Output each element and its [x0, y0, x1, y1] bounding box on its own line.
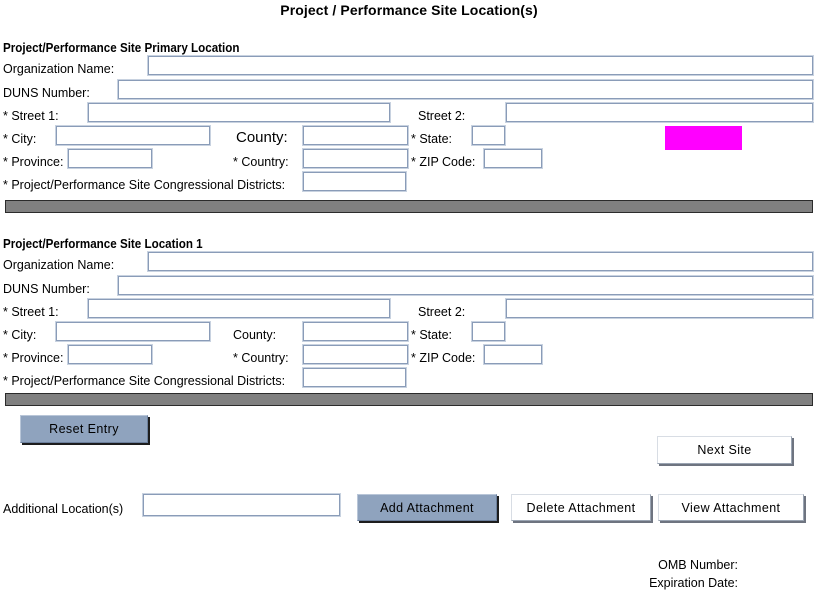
label-street1-location-1: * Street 1: — [3, 305, 59, 319]
label-province-location-1: * Province: — [3, 351, 64, 365]
label-duns-number-location-1: DUNS Number: — [3, 282, 90, 296]
label-city-location-1: * City: — [3, 328, 37, 342]
input-congressional-districts-location-1[interactable] — [302, 367, 407, 388]
label-province-primary: * Province: — [3, 155, 64, 169]
input-organization-name-primary[interactable] — [147, 55, 814, 76]
section-heading-primary: Project/Performance Site Primary Locatio… — [3, 41, 240, 55]
reset-entry-button[interactable]: Reset Entry — [20, 415, 148, 443]
label-congressional-districts-location-1: * Project/Performance Site Congressional… — [3, 374, 286, 388]
highlight-block-primary — [665, 126, 742, 150]
input-city-location-1[interactable] — [55, 321, 211, 342]
label-street2-primary: Street 2: — [418, 109, 466, 123]
label-state-primary: * State: — [411, 132, 452, 146]
label-street2-location-1: Street 2: — [418, 305, 466, 319]
page-title: Project / Performance Site Location(s) — [280, 2, 538, 18]
input-state-location-1[interactable] — [471, 321, 506, 342]
input-state-primary[interactable] — [471, 125, 506, 146]
input-street2-location-1[interactable] — [505, 298, 814, 319]
input-duns-number-location-1[interactable] — [117, 275, 814, 296]
input-province-location-1[interactable] — [67, 344, 153, 365]
label-street1-primary: * Street 1: — [3, 109, 59, 123]
section-separator-bar-2 — [5, 393, 813, 406]
input-street2-primary[interactable] — [505, 102, 814, 123]
next-site-button[interactable]: Next Site — [657, 436, 792, 464]
label-duns-number-primary: DUNS Number: — [3, 86, 90, 100]
input-zip-location-1[interactable] — [483, 344, 543, 365]
label-additional-locations: Additional Location(s) — [3, 502, 124, 516]
view-attachment-button[interactable]: View Attachment — [658, 494, 804, 521]
input-duns-number-primary[interactable] — [117, 79, 814, 100]
input-street1-primary[interactable] — [87, 102, 391, 123]
input-city-primary[interactable] — [55, 125, 211, 146]
input-county-location-1[interactable] — [302, 321, 409, 342]
input-country-primary[interactable] — [302, 148, 409, 169]
expiration-date-label: Expiration Date: — [649, 576, 738, 590]
input-country-location-1[interactable] — [302, 344, 409, 365]
input-congressional-districts-primary[interactable] — [302, 171, 407, 192]
label-city-primary: * City: — [3, 132, 37, 146]
label-organization-name-location-1: Organization Name: — [3, 258, 115, 272]
section-heading-location-1: Project/Performance Site Location 1 — [3, 237, 203, 251]
input-street1-location-1[interactable] — [87, 298, 391, 319]
label-state-location-1: * State: — [411, 328, 452, 342]
label-county-primary: County: — [236, 129, 288, 146]
input-zip-primary[interactable] — [483, 148, 543, 169]
input-organization-name-location-1[interactable] — [147, 251, 814, 272]
input-additional-locations[interactable] — [142, 493, 341, 517]
omb-number-label: OMB Number: — [658, 558, 738, 572]
section-separator-bar-1 — [5, 200, 813, 213]
input-county-primary[interactable] — [302, 125, 409, 146]
label-congressional-districts-primary: * Project/Performance Site Congressional… — [3, 178, 286, 192]
label-country-location-1: * Country: — [233, 351, 289, 365]
label-organization-name-primary: Organization Name: — [3, 62, 115, 76]
input-province-primary[interactable] — [67, 148, 153, 169]
label-country-primary: * Country: — [233, 155, 289, 169]
delete-attachment-button[interactable]: Delete Attachment — [511, 494, 651, 521]
label-zip-primary: * ZIP Code: — [411, 155, 476, 169]
add-attachment-button[interactable]: Add Attachment — [357, 494, 497, 521]
label-county-location-1: County: — [233, 328, 277, 342]
label-zip-location-1: * ZIP Code: — [411, 351, 476, 365]
